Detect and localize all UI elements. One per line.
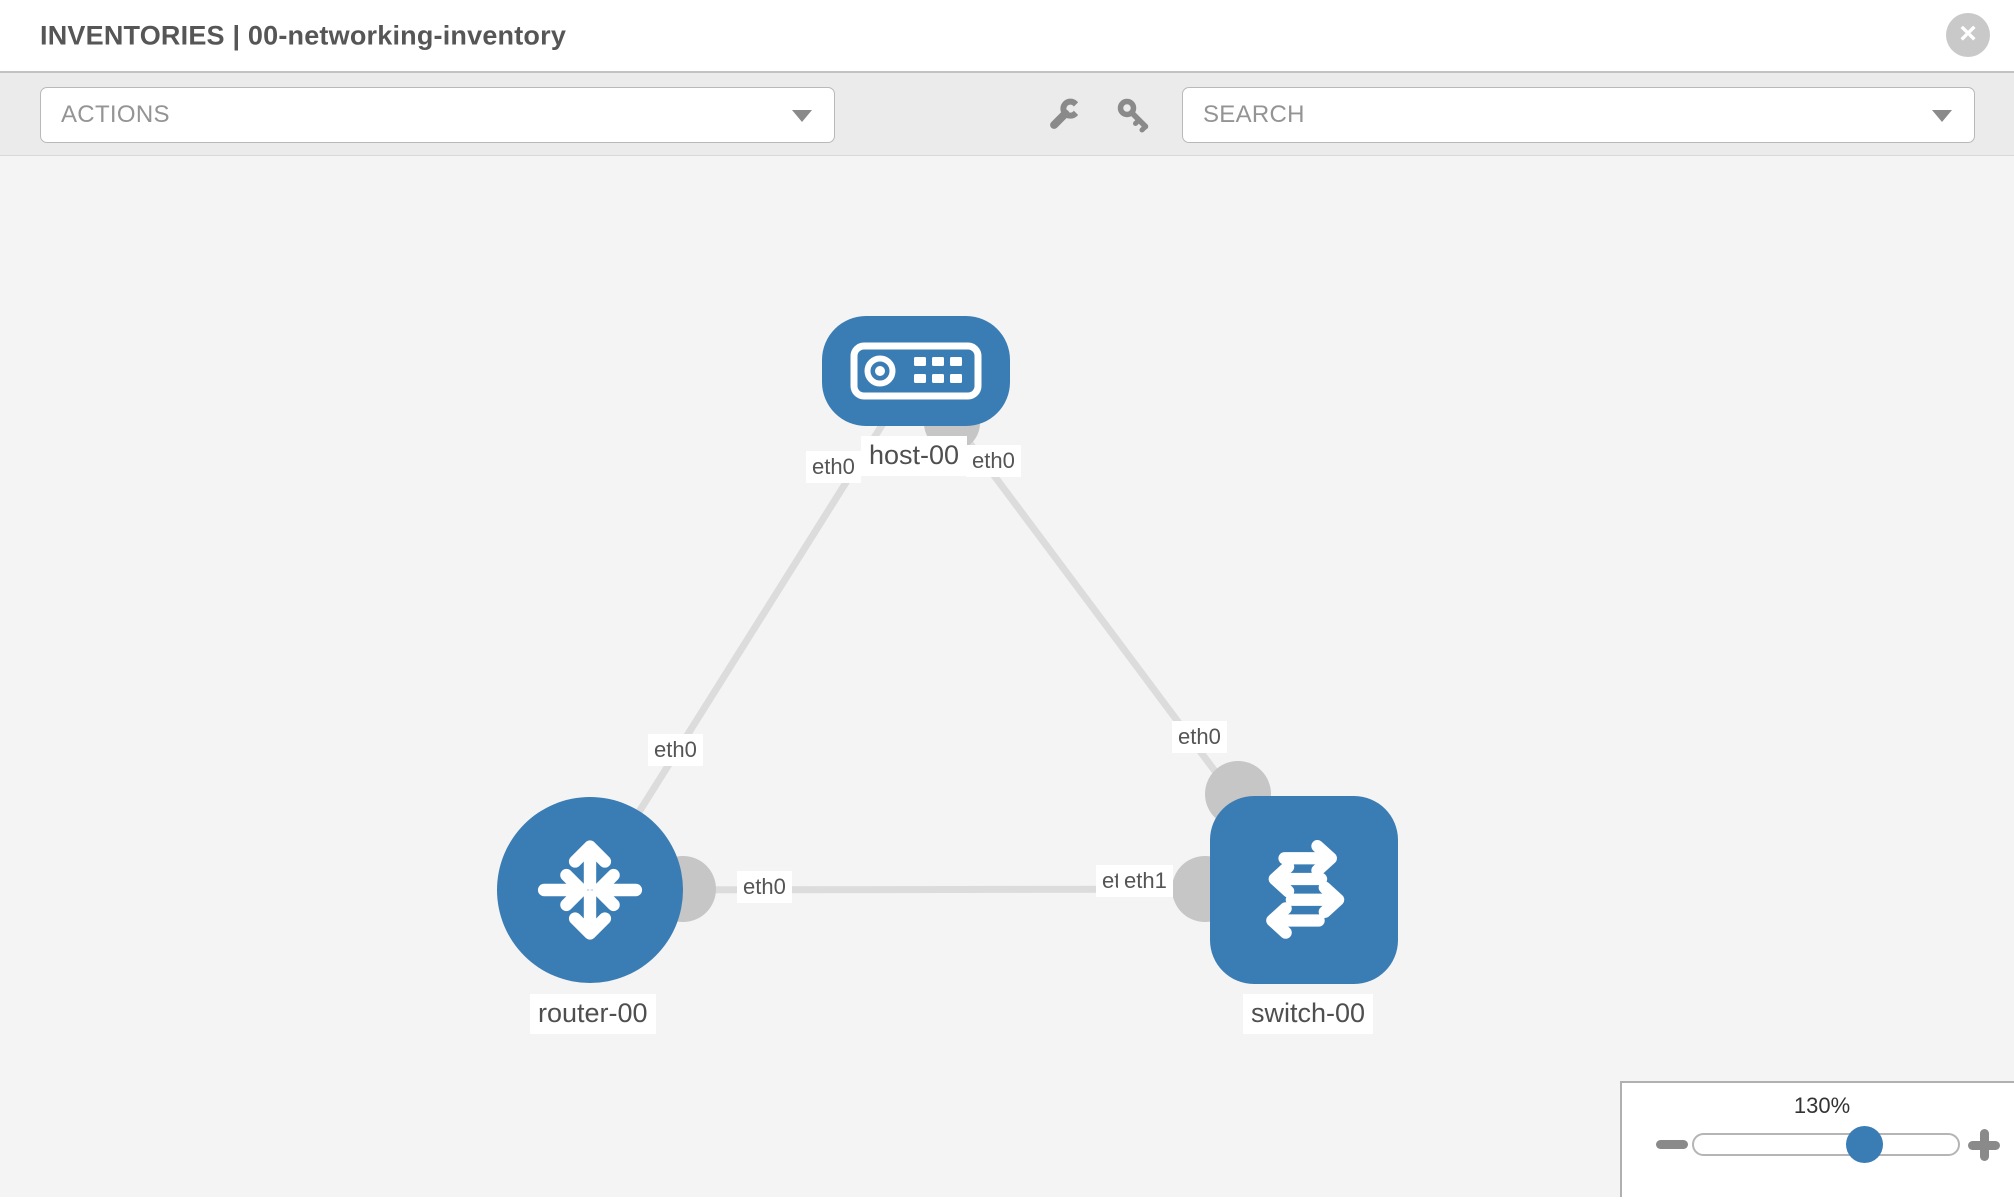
zoom-slider-track[interactable] <box>1692 1133 1960 1156</box>
close-button[interactable]: × <box>1946 13 1990 57</box>
interface-label-host-left: eth0 <box>806 451 861 483</box>
node-label-switch: switch-00 <box>1243 994 1374 1034</box>
actions-dropdown-label: ACTIONS <box>61 101 170 128</box>
interface-label-switch-top: eth0 <box>1172 721 1227 753</box>
page-title: INVENTORIES | 00-networking-inventory <box>40 20 567 50</box>
links-layer <box>587 368 1306 922</box>
node-label-router: router-00 <box>530 994 656 1034</box>
key-icon <box>1117 98 1149 133</box>
search-input-label: SEARCH <box>1203 101 1305 128</box>
chevron-down-icon <box>792 110 812 122</box>
close-icon: × <box>1959 17 1977 50</box>
wrench-button[interactable] <box>1042 93 1086 137</box>
zoom-slider-thumb[interactable] <box>1846 1126 1883 1163</box>
interface-label-router-right: eth0 <box>737 871 792 903</box>
topology-canvas[interactable]: host-00 router-00 switch-00 eth0 eth0 et… <box>0 156 2014 1197</box>
node-host-00[interactable] <box>822 316 1010 426</box>
switch-icon <box>1266 839 1345 939</box>
interface-label-host-right: eth0 <box>966 445 1021 477</box>
wrench-icon <box>1050 98 1084 129</box>
zoom-control-panel: 130% <box>1620 1081 2014 1197</box>
search-dropdown[interactable]: SEARCH <box>1182 87 1975 143</box>
panel-header: INVENTORIES | 00-networking-inventory × <box>0 0 2014 71</box>
interface-label-router-top: eth0 <box>648 734 703 766</box>
chevron-down-icon <box>1932 110 1952 122</box>
plus-icon[interactable] <box>1968 1129 2000 1161</box>
toolbar: ACTIONS SEARCH <box>0 71 2014 156</box>
router-icon <box>537 840 643 940</box>
node-label-host: host-00 <box>861 436 968 476</box>
interface-label-switch-left: eth1 <box>1118 865 1173 897</box>
zoom-level-text: 130% <box>1793 1093 1851 1118</box>
node-router-00[interactable] <box>497 797 683 983</box>
key-button[interactable] <box>1112 93 1156 137</box>
actions-dropdown[interactable]: ACTIONS <box>40 87 835 143</box>
minus-icon[interactable] <box>1656 1140 1688 1149</box>
node-switch-00[interactable] <box>1210 796 1398 984</box>
host-icon <box>850 342 982 400</box>
